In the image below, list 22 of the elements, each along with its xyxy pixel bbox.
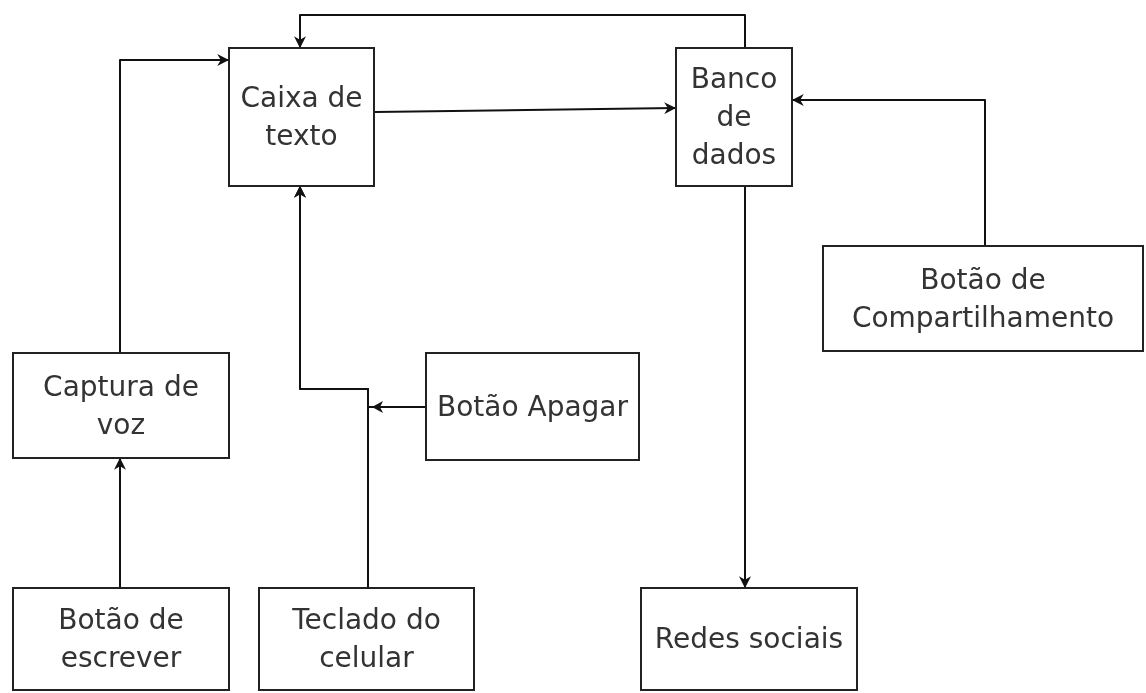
arrow xyxy=(374,102,677,115)
arrow xyxy=(294,185,426,413)
box-label: Teclado do celular xyxy=(291,602,442,676)
process-box xyxy=(12,352,230,459)
box-label: Caixa de texto xyxy=(239,80,364,154)
process-box xyxy=(228,47,375,187)
process-box xyxy=(675,47,793,187)
process-box xyxy=(258,587,475,691)
box-label: Banco de dados xyxy=(689,61,779,173)
arrow xyxy=(294,14,746,49)
box-label: Botão de escrever xyxy=(57,602,185,676)
arrow xyxy=(739,186,751,589)
arrow xyxy=(114,457,126,588)
process-box xyxy=(640,587,858,691)
box-label: Botão Apagar xyxy=(436,388,628,425)
box-label: Captura de voz xyxy=(42,368,200,443)
arrow xyxy=(119,54,230,353)
process-box xyxy=(425,352,640,461)
process-box xyxy=(822,245,1144,352)
box-label: Botão de Compartilhamento xyxy=(850,261,1116,336)
process-box xyxy=(12,587,230,691)
box-label: Redes sociais xyxy=(654,621,844,657)
